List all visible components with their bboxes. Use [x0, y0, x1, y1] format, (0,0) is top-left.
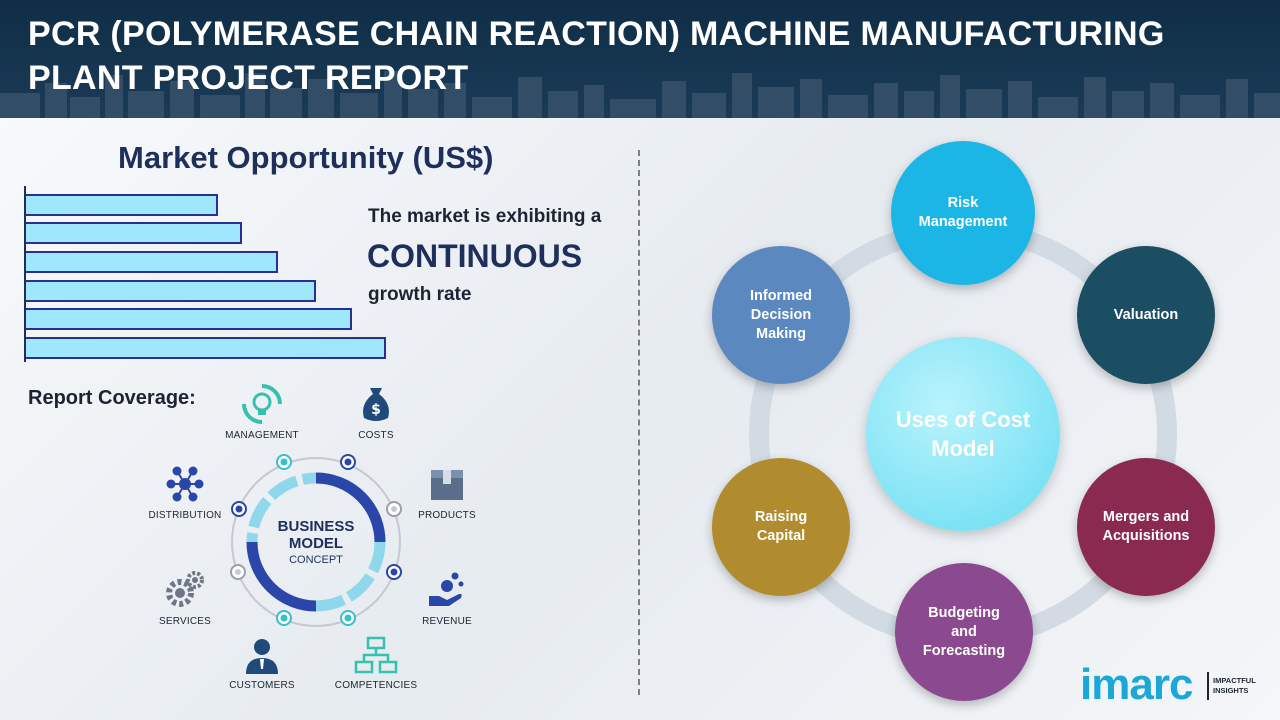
market-opportunity-title: Market Opportunity (US$) — [118, 140, 494, 175]
coverage-item-management: MANAGEMENT — [207, 382, 317, 441]
business-model-label: BUSINESS MODEL CONCEPT — [228, 518, 404, 569]
logo-wordmark: imarc — [1080, 660, 1193, 709]
market-bar — [26, 308, 352, 330]
revenue-icon — [429, 572, 464, 606]
coverage-label: DISTRIBUTION — [148, 510, 222, 521]
distribution-icon — [166, 466, 204, 502]
uses-node-label: Valuation — [1113, 306, 1179, 323]
bm-line2: MODEL — [288, 535, 344, 552]
uses-node-label: Budgeting and Forecasting — [922, 604, 1006, 659]
coverage-item-distribution: DISTRIBUTION — [130, 462, 240, 521]
uses-node-raising-capital: Raising Capital — [712, 458, 850, 596]
coverage-item-competencies: COMPETENCIES — [321, 636, 431, 691]
coverage-label: PRODUCTS — [418, 510, 476, 521]
market-bar — [26, 222, 242, 244]
management-icon — [242, 384, 282, 424]
coverage-label: COMPETENCIES — [334, 680, 418, 691]
uses-node-informed-decision: Informed Decision Making — [712, 246, 850, 384]
market-text-continuous: CONTINUOUS — [367, 238, 583, 274]
uses-node-label: Raising Capital — [754, 509, 808, 544]
logo-separator — [1207, 672, 1209, 700]
logo-tagline: IMPACTFUL INSIGHTS — [1213, 676, 1256, 696]
section-divider — [638, 150, 640, 695]
uses-node-mergers-acquisitions: Mergers and Acquisitions — [1077, 458, 1215, 596]
coverage-label: REVENUE — [422, 616, 472, 627]
uses-node-label: Informed Decision Making — [749, 287, 813, 342]
market-text-line1: The market is exhibiting a — [368, 206, 602, 227]
services-icon — [166, 571, 204, 607]
logo-tagline-1: IMPACTFUL — [1213, 676, 1256, 685]
coverage-item-products: PRODUCTS — [392, 462, 502, 521]
coverage-item-revenue: REVENUE — [392, 568, 502, 627]
uses-center-circle: Uses of Cost Model — [866, 337, 1060, 531]
bar-axis — [24, 186, 26, 362]
report-coverage-label: Report Coverage: — [28, 387, 196, 409]
bm-line1: BUSINESS — [277, 518, 355, 535]
bm-line3: CONCEPT — [289, 554, 343, 566]
uses-node-risk-management: Risk Management — [891, 141, 1035, 285]
coverage-label: MANAGEMENT — [225, 430, 299, 441]
market-bar — [26, 280, 316, 302]
coverage-label: SERVICES — [159, 616, 211, 627]
page-title: PCR (POLYMERASE CHAIN REACTION) MACHINE … — [28, 15, 1165, 97]
products-icon — [431, 470, 463, 500]
coverage-item-services: SERVICES — [130, 568, 240, 627]
logo-tagline-2: INSIGHTS — [1213, 686, 1249, 695]
coverage-item-customers: CUSTOMERS — [207, 636, 317, 691]
svg-text:$: $ — [371, 402, 381, 418]
uses-node-label: Mergers and Acquisitions — [1102, 509, 1190, 544]
uses-node-label: Risk Management — [918, 195, 1008, 230]
uses-node-valuation: Valuation — [1077, 246, 1215, 384]
competencies-icon — [354, 636, 398, 674]
market-bar — [26, 251, 278, 273]
header-banner: PCR (POLYMERASE CHAIN REACTION) MACHINE … — [0, 0, 1280, 118]
coverage-label: COSTS — [358, 430, 394, 441]
business-model-diagram: BUSINESS MODEL CONCEPT — [228, 454, 404, 630]
skyline-graphic — [0, 71, 1280, 118]
market-text-line3: growth rate — [368, 284, 472, 305]
costs-icon: $ — [363, 388, 389, 421]
uses-center-label: Uses of Cost Model — [895, 407, 1031, 461]
business-model-ring — [230, 454, 402, 627]
market-bar — [26, 337, 386, 359]
customers-icon — [246, 639, 278, 674]
uses-node-budgeting-forecasting: Budgeting and Forecasting — [895, 563, 1033, 701]
coverage-label: CUSTOMERS — [229, 680, 295, 691]
imarc-logo: imarc IMPACTFUL INSIGHTS — [1080, 660, 1270, 710]
coverage-item-costs: $ COSTS — [321, 382, 431, 441]
market-bar — [26, 194, 218, 216]
